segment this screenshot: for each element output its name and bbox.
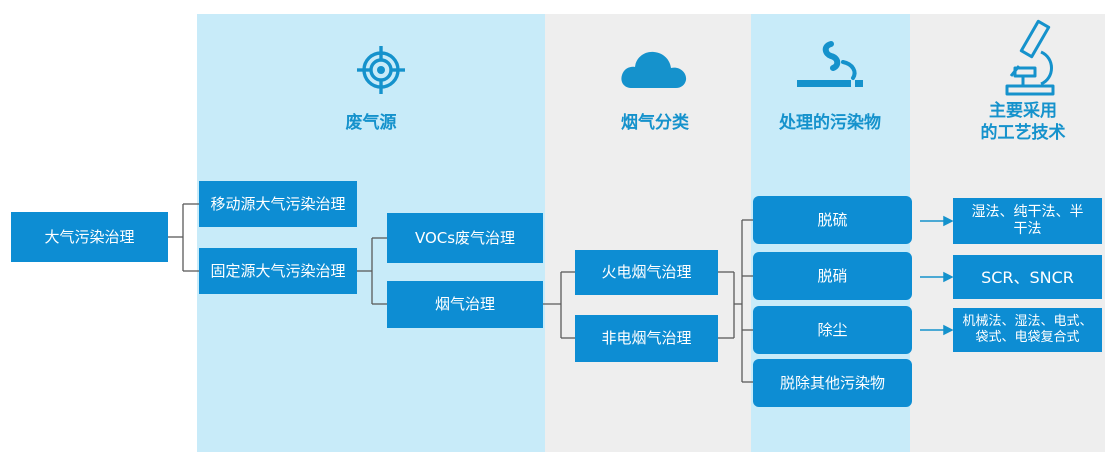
header-pollutants-title: 处理的污染物 (779, 113, 881, 133)
header-technology-title-line1: 主要采用 (989, 101, 1057, 121)
other-pollutants-node: 脱除其他污染物 (753, 359, 912, 407)
thermal-power-node: 火电烟气治理 (575, 250, 718, 295)
tech-desulfurization-line1: 湿法、纯干法、半 (971, 204, 1084, 220)
non-thermal-node: 非电烟气治理 (575, 315, 718, 362)
tech-denitrification-box: SCR、SNCR (953, 255, 1102, 299)
vocs-node: VOCs废气治理 (387, 213, 543, 263)
fixed-source-node: 固定源大气污染治理 (199, 248, 357, 294)
mobile-source-node: 移动源大气污染治理 (199, 181, 357, 227)
target-icon (357, 46, 405, 94)
smoking-icon (797, 41, 863, 87)
flue-gas-node: 烟气治理 (387, 281, 543, 328)
header-technology-title-line2: 的工艺技术 (980, 123, 1066, 143)
cloud-icon (621, 51, 687, 88)
tech-dust-box: 机械法、湿法、电式、 袋式、电袋复合式 (953, 308, 1102, 352)
tech-desulfurization-line2: 干法 (1013, 221, 1042, 237)
dust-removal-node: 除尘 (753, 306, 912, 354)
tech-dust-line2: 袋式、电袋复合式 (975, 330, 1080, 345)
denitrification-node: 脱硝 (753, 252, 912, 300)
tech-desulfurization-box: 湿法、纯干法、半 干法 (953, 198, 1102, 244)
microscope-icon (1005, 19, 1055, 96)
desulfurization-node: 脱硫 (753, 196, 912, 244)
tech-dust-line1: 机械法、湿法、电式、 (962, 314, 1093, 329)
root-node: 大气污染治理 (11, 212, 168, 262)
header-classification-title: 烟气分类 (621, 113, 689, 133)
header-source-title: 废气源 (345, 113, 397, 133)
